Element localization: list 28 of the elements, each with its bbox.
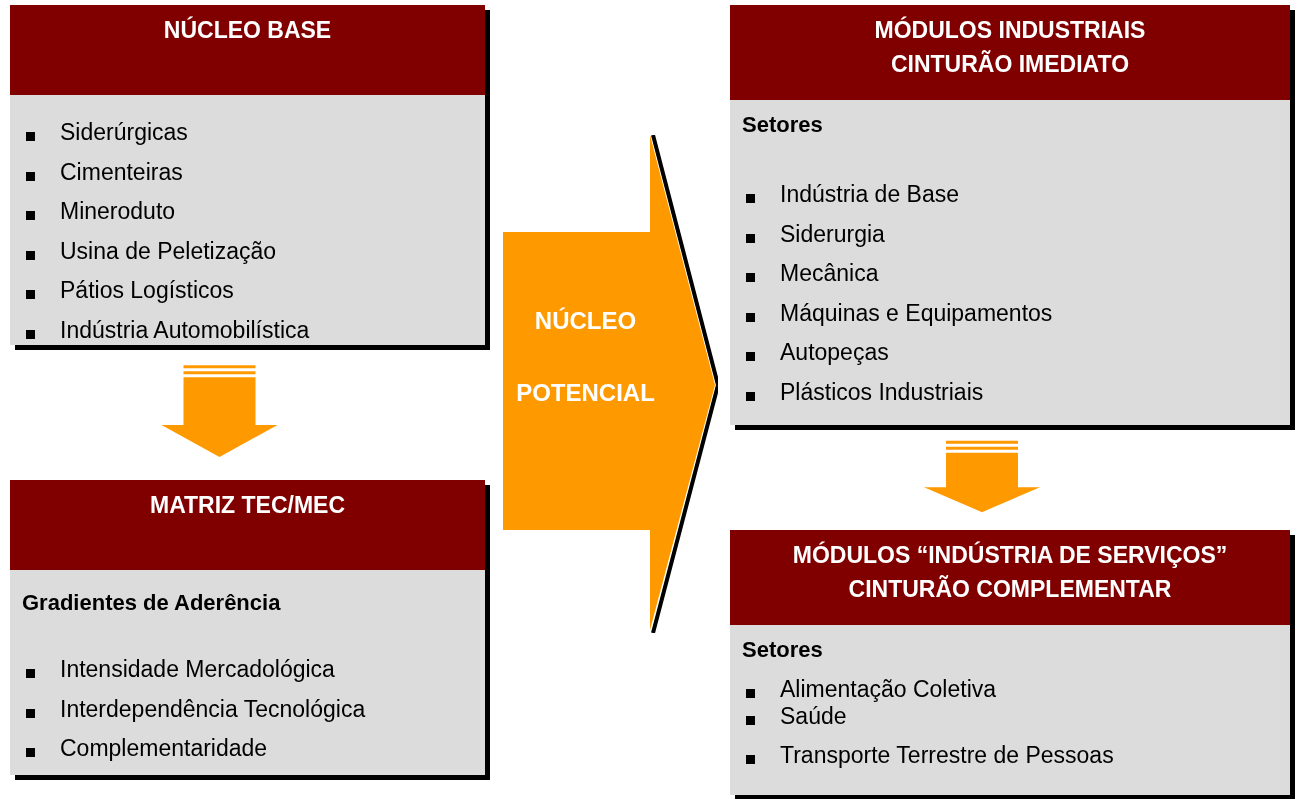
list-item: Intensidade Mercadológica	[60, 656, 335, 683]
list-item: Cimenteiras	[60, 158, 183, 186]
list-item: Interdependência Tecnológica	[60, 695, 366, 723]
subheading: Setores	[742, 112, 823, 138]
card-header: MATRIZ TEC/MEC	[10, 480, 485, 570]
list-item: Mecânica	[780, 260, 879, 287]
list-item: Indústria Automobilística	[60, 316, 310, 344]
list-item: Alimentação Coletiva	[780, 676, 997, 703]
down-arrow	[161, 365, 278, 458]
card-header: MÓDULOS INDUSTRIAIS CINTURÃO IMEDIATO	[730, 5, 1290, 100]
list-item: Saúde	[780, 703, 847, 730]
list-item: Pátios Logísticos	[60, 277, 234, 304]
list-item: Mineroduto	[60, 198, 176, 225]
list-item: Autopeças	[780, 339, 889, 366]
subheading: Gradientes de Aderência	[22, 590, 281, 616]
list-item: Transporte Terrestre de Pessoas	[780, 742, 1114, 769]
card-header: NÚCLEO BASE	[10, 5, 485, 95]
list-item: Complementaridade	[60, 735, 268, 762]
list-item: Siderurgia	[780, 220, 885, 248]
subheading: Setores	[742, 637, 823, 663]
list-item: Usina de Peletização	[60, 237, 277, 265]
list-item: Siderúrgicas	[60, 119, 188, 146]
list-item: Plásticos Industriais	[780, 378, 984, 406]
down-arrow	[924, 440, 1040, 513]
arrow-label: NÚCLEO POTENCIAL	[515, 306, 656, 408]
list-item: Máquinas e Equipamentos	[780, 299, 1053, 327]
card-header: MÓDULOS “INDÚSTRIA DE SERVIÇOS” CINTURÃO COMPLEMENTAR	[730, 530, 1290, 625]
list-item: Indústria de Base	[780, 181, 959, 208]
